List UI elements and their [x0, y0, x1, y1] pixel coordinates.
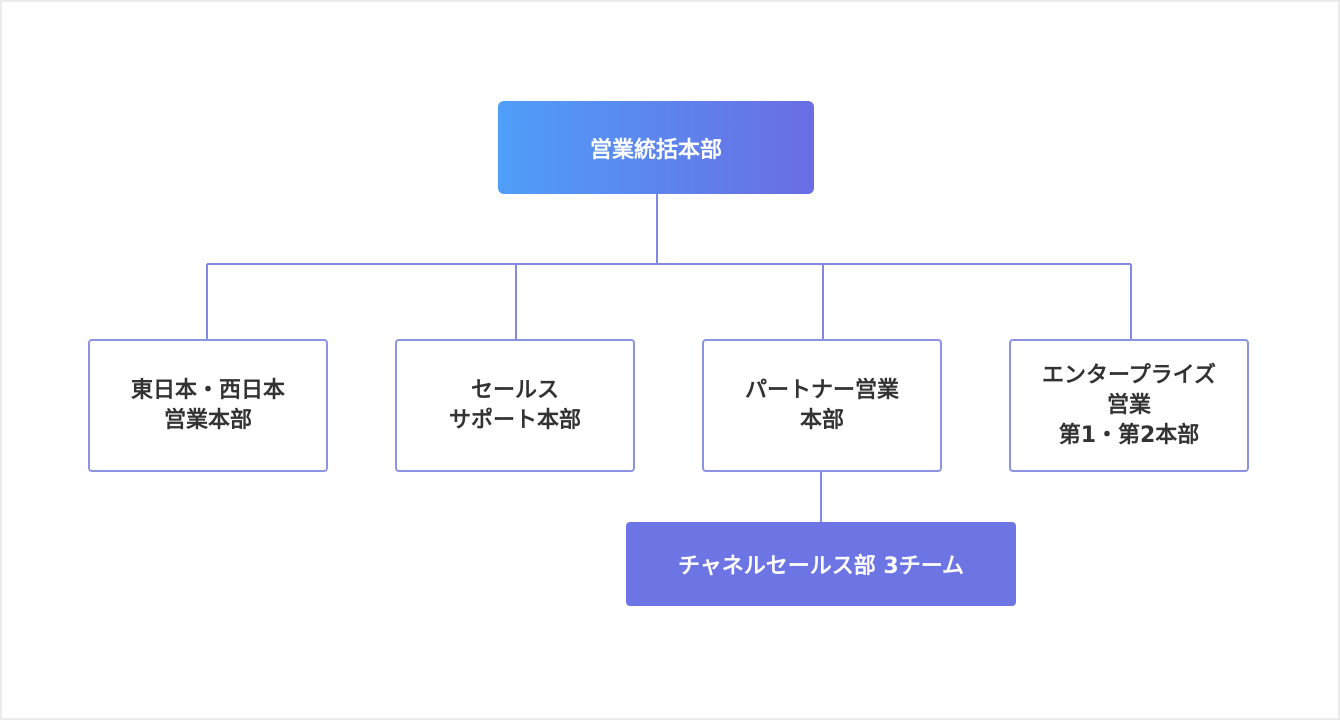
department-node-label: セールス サポート本部: [448, 377, 581, 433]
root-node-label: 営業統括本部: [589, 137, 722, 163]
department-node-enterprise-sales: エンタープライズ 営業 第1・第2本部: [1009, 339, 1249, 472]
department-node-label: 東日本・西日本 営業本部: [130, 377, 285, 433]
team-node-channel-sales: チャネルセールス部 3チーム: [626, 522, 1016, 606]
root-node: 営業統括本部: [498, 101, 814, 194]
department-node-sales-support: セールス サポート本部: [395, 339, 635, 472]
department-node-label: パートナー営業 本部: [744, 377, 899, 433]
department-node-label: エンタープライズ 営業 第1・第2本部: [1041, 362, 1217, 448]
team-node-label: チャネルセールス部 3チーム: [677, 554, 965, 579]
department-node-east-west-sales: 東日本・西日本 営業本部: [88, 339, 328, 472]
department-node-partner-sales: パートナー営業 本部: [702, 339, 942, 472]
